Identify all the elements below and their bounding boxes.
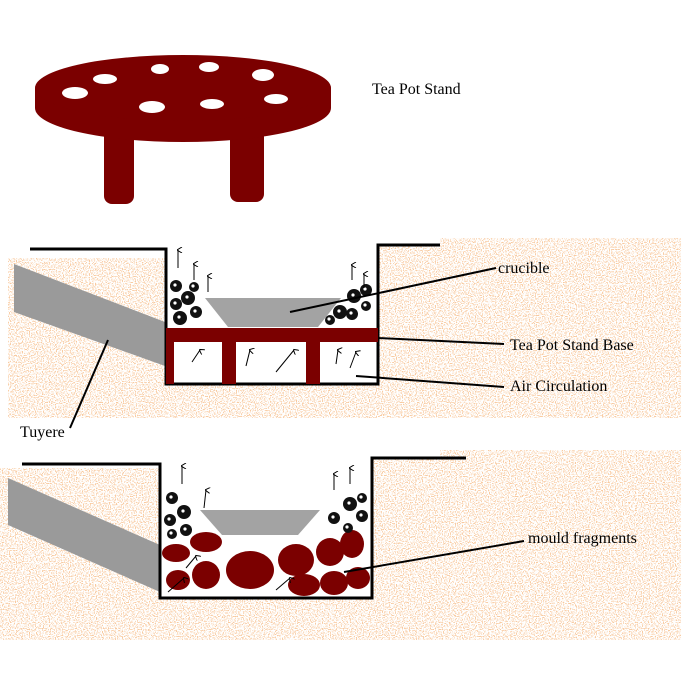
charcoal-highlight [347, 501, 351, 505]
pit-outline-top [30, 243, 440, 386]
charcoal-highlight [349, 311, 353, 315]
furnace-top [8, 238, 681, 418]
charcoal-highlight [167, 517, 171, 521]
leader-tuyere [69, 339, 109, 429]
stand-leg-right [230, 128, 264, 202]
leader-crucible [289, 267, 497, 313]
charcoal-highlight [363, 287, 367, 291]
label-mould-fragments: mould fragments [528, 530, 637, 547]
charcoal-highlight [173, 283, 177, 287]
charcoal-highlight [169, 495, 173, 499]
charcoal-highlight [191, 284, 195, 288]
label-tuyere: Tuyere [20, 424, 65, 441]
mould-fragments [162, 530, 370, 596]
tea-pot-stand [35, 55, 331, 204]
charcoal-highlight [359, 513, 363, 517]
charcoal-highlight [173, 301, 177, 305]
leader-mould-fragments [343, 540, 525, 573]
label-crucible: crucible [498, 260, 550, 277]
leader-tea-pot-stand-base [377, 337, 505, 345]
label-tea-pot-stand-base: Tea Pot Stand Base [510, 337, 634, 354]
charcoal-bottom [164, 492, 368, 539]
label-tea-pot-stand: Tea Pot Stand [372, 81, 461, 98]
charcoal-highlight [331, 515, 335, 519]
tea-pot-stand-base [166, 328, 378, 384]
crucible-bottom [200, 510, 320, 535]
charcoal-highlight [169, 531, 173, 535]
pit-outline-bottom [22, 456, 466, 600]
stand-holes [62, 62, 288, 113]
crucible-top [205, 298, 341, 327]
label-air-circulation: Air Circulation [510, 378, 607, 395]
charcoal-highlight [185, 295, 189, 299]
charcoal-highlight [327, 317, 331, 321]
charcoal-highlight [181, 509, 185, 513]
tuyere-bottom [8, 478, 160, 592]
tuyere-top [14, 264, 165, 366]
air-arrows-top [178, 250, 364, 373]
charcoal-highlight [351, 293, 355, 297]
charcoal-highlight [363, 303, 367, 307]
charcoal-highlight [337, 309, 341, 313]
stand-leg-left [104, 128, 134, 204]
charcoal-highlight [345, 525, 349, 529]
charcoal-highlight [193, 309, 197, 313]
leader-air-circulation [355, 375, 505, 388]
air-arrows-bottom [167, 466, 350, 593]
charcoal-highlight [359, 495, 363, 499]
charcoal-highlight [177, 315, 181, 319]
charcoal-highlight [183, 527, 187, 531]
